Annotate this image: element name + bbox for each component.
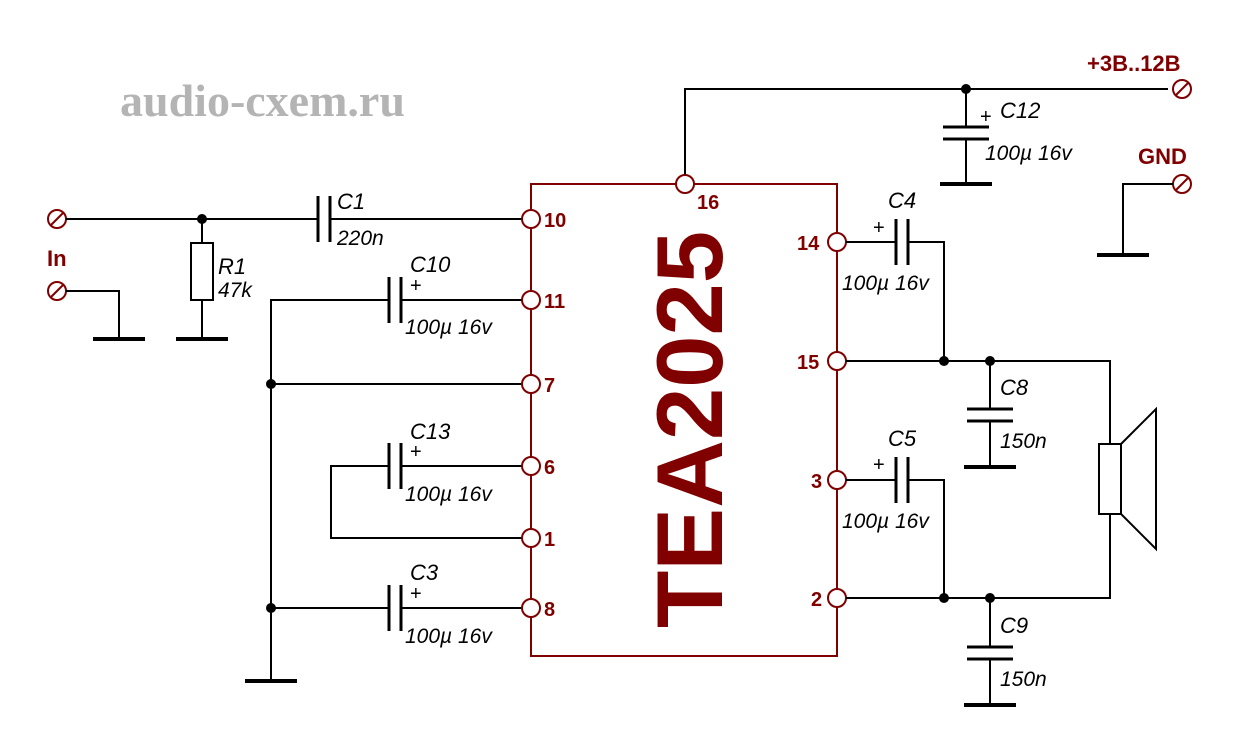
c12-name: C12: [1000, 98, 1040, 123]
supply-terminal: [1172, 79, 1192, 99]
pin-1: [521, 528, 541, 548]
c9-value: 150n: [1000, 668, 1047, 691]
pin-3: [827, 470, 847, 490]
c12-plus: +: [980, 106, 992, 128]
c13-value: 100µ 16v: [405, 483, 493, 506]
capacitor-c8: [967, 407, 1013, 423]
wire-gnd-terminal: [1122, 183, 1173, 254]
chip-label: TEA2025: [637, 231, 742, 628]
supply-label: +3B..12B: [1087, 51, 1181, 76]
wire-c4-node: [908, 241, 945, 361]
pin-14-number: 14: [797, 233, 820, 255]
input-label: In: [47, 246, 67, 271]
pin-1-number: 1: [544, 529, 555, 551]
speaker-icon: [1098, 406, 1157, 552]
capacitor-c12: [943, 125, 989, 141]
capacitor-c9: [967, 645, 1013, 661]
c8-name: C8: [1000, 375, 1029, 400]
pin-2: [827, 588, 847, 608]
gnd-terminal: [1172, 174, 1192, 194]
watermark-text: audio-cxem.ru: [120, 75, 405, 126]
c5-name: C5: [888, 426, 917, 451]
c1-value: 220n: [336, 227, 384, 250]
c10-name: C10: [410, 252, 451, 277]
wire-c13-loop: [330, 465, 522, 539]
pin-16: [675, 174, 695, 194]
c3-plus: +: [410, 583, 422, 605]
r1-name: R1: [218, 254, 246, 279]
c4-plus: +: [873, 217, 885, 239]
capacitor-c10: [387, 277, 403, 323]
c4-value: 100µ 16v: [842, 272, 930, 295]
c4-name: C4: [888, 188, 916, 213]
pin-6: [521, 456, 541, 476]
wire-pin15-speaker: [846, 360, 1111, 444]
c12-value: 100µ 16v: [985, 142, 1073, 165]
pin-10: [521, 209, 541, 229]
c1-name: C1: [337, 189, 365, 214]
resistor-r1: [190, 242, 214, 301]
c10-value: 100µ 16v: [405, 316, 493, 339]
pin-10-number: 10: [544, 210, 566, 232]
pin-15-number: 15: [797, 352, 819, 374]
pin-16-number: 16: [697, 192, 719, 214]
c8-value: 150n: [1000, 430, 1047, 453]
input-terminal: [47, 209, 67, 229]
pin-11-number: 11: [544, 291, 565, 313]
junction-c4-15: [939, 356, 949, 366]
capacitor-c1: [316, 196, 332, 242]
pin-8: [521, 598, 541, 618]
gnd-label: GND: [1138, 144, 1187, 169]
junction-pin7: [266, 379, 276, 389]
capacitor-c13: [387, 443, 403, 489]
r1-value: 47k: [218, 279, 253, 302]
c5-value: 100µ 16v: [842, 510, 930, 533]
c3-value: 100µ 16v: [405, 625, 493, 648]
pin-6-number: 6: [544, 457, 555, 479]
pin-2-number: 2: [811, 589, 822, 611]
junction-c5-2: [939, 593, 949, 603]
pin-14: [827, 232, 847, 252]
capacitor-c4: [894, 219, 910, 265]
pin-15: [827, 351, 847, 371]
c13-plus: +: [410, 441, 422, 463]
wire-c10-bus: [270, 299, 388, 680]
wire-pin2-speaker: [846, 514, 1111, 599]
pin-11: [521, 290, 541, 310]
junction-c3: [266, 603, 276, 613]
c5-plus: +: [873, 454, 885, 476]
input-ground-terminal: [47, 281, 67, 301]
c10-plus: +: [410, 275, 422, 297]
pin-7: [521, 374, 541, 394]
capacitor-c5: [894, 457, 910, 503]
wire-c5-node: [908, 479, 945, 598]
pin-7-number: 7: [544, 375, 555, 397]
pin-3-number: 3: [811, 471, 822, 493]
c9-name: C9: [1000, 613, 1028, 638]
c3-name: C3: [410, 560, 439, 585]
pin-8-number: 8: [544, 599, 555, 621]
capacitor-c3: [387, 585, 403, 631]
c13-name: C13: [410, 419, 451, 444]
wire-input-ground: [66, 290, 120, 338]
supply-wire: [684, 88, 1168, 175]
